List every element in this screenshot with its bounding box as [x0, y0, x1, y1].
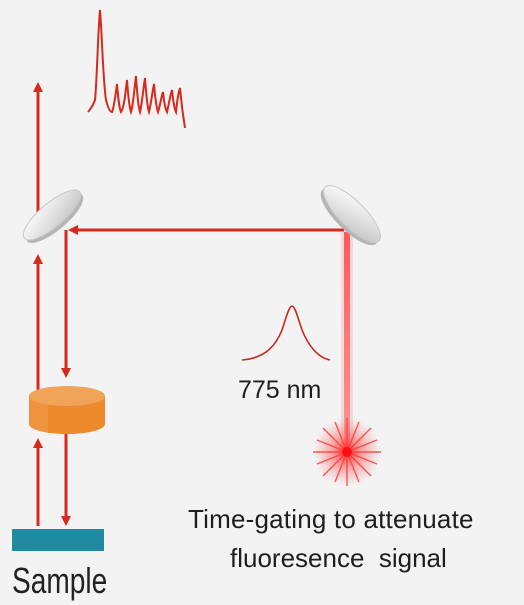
sample-slab-icon	[12, 529, 104, 551]
caption-line-1: Time-gating to attenuate	[188, 504, 474, 534]
laser-beam	[344, 232, 350, 452]
time-gate-filter-icon	[29, 386, 105, 434]
laser-spectrum-peak	[241, 305, 331, 361]
left-mirror-icon	[22, 189, 84, 243]
sample-label: Sample	[12, 560, 108, 601]
laser-wavelength-label: 775 nm	[238, 376, 322, 404]
emission-spectrum	[87, 9, 186, 129]
laser-source-icon	[313, 418, 381, 486]
caption-line-2: fluoresence signal	[230, 543, 447, 573]
right-mirror-icon	[320, 185, 381, 246]
